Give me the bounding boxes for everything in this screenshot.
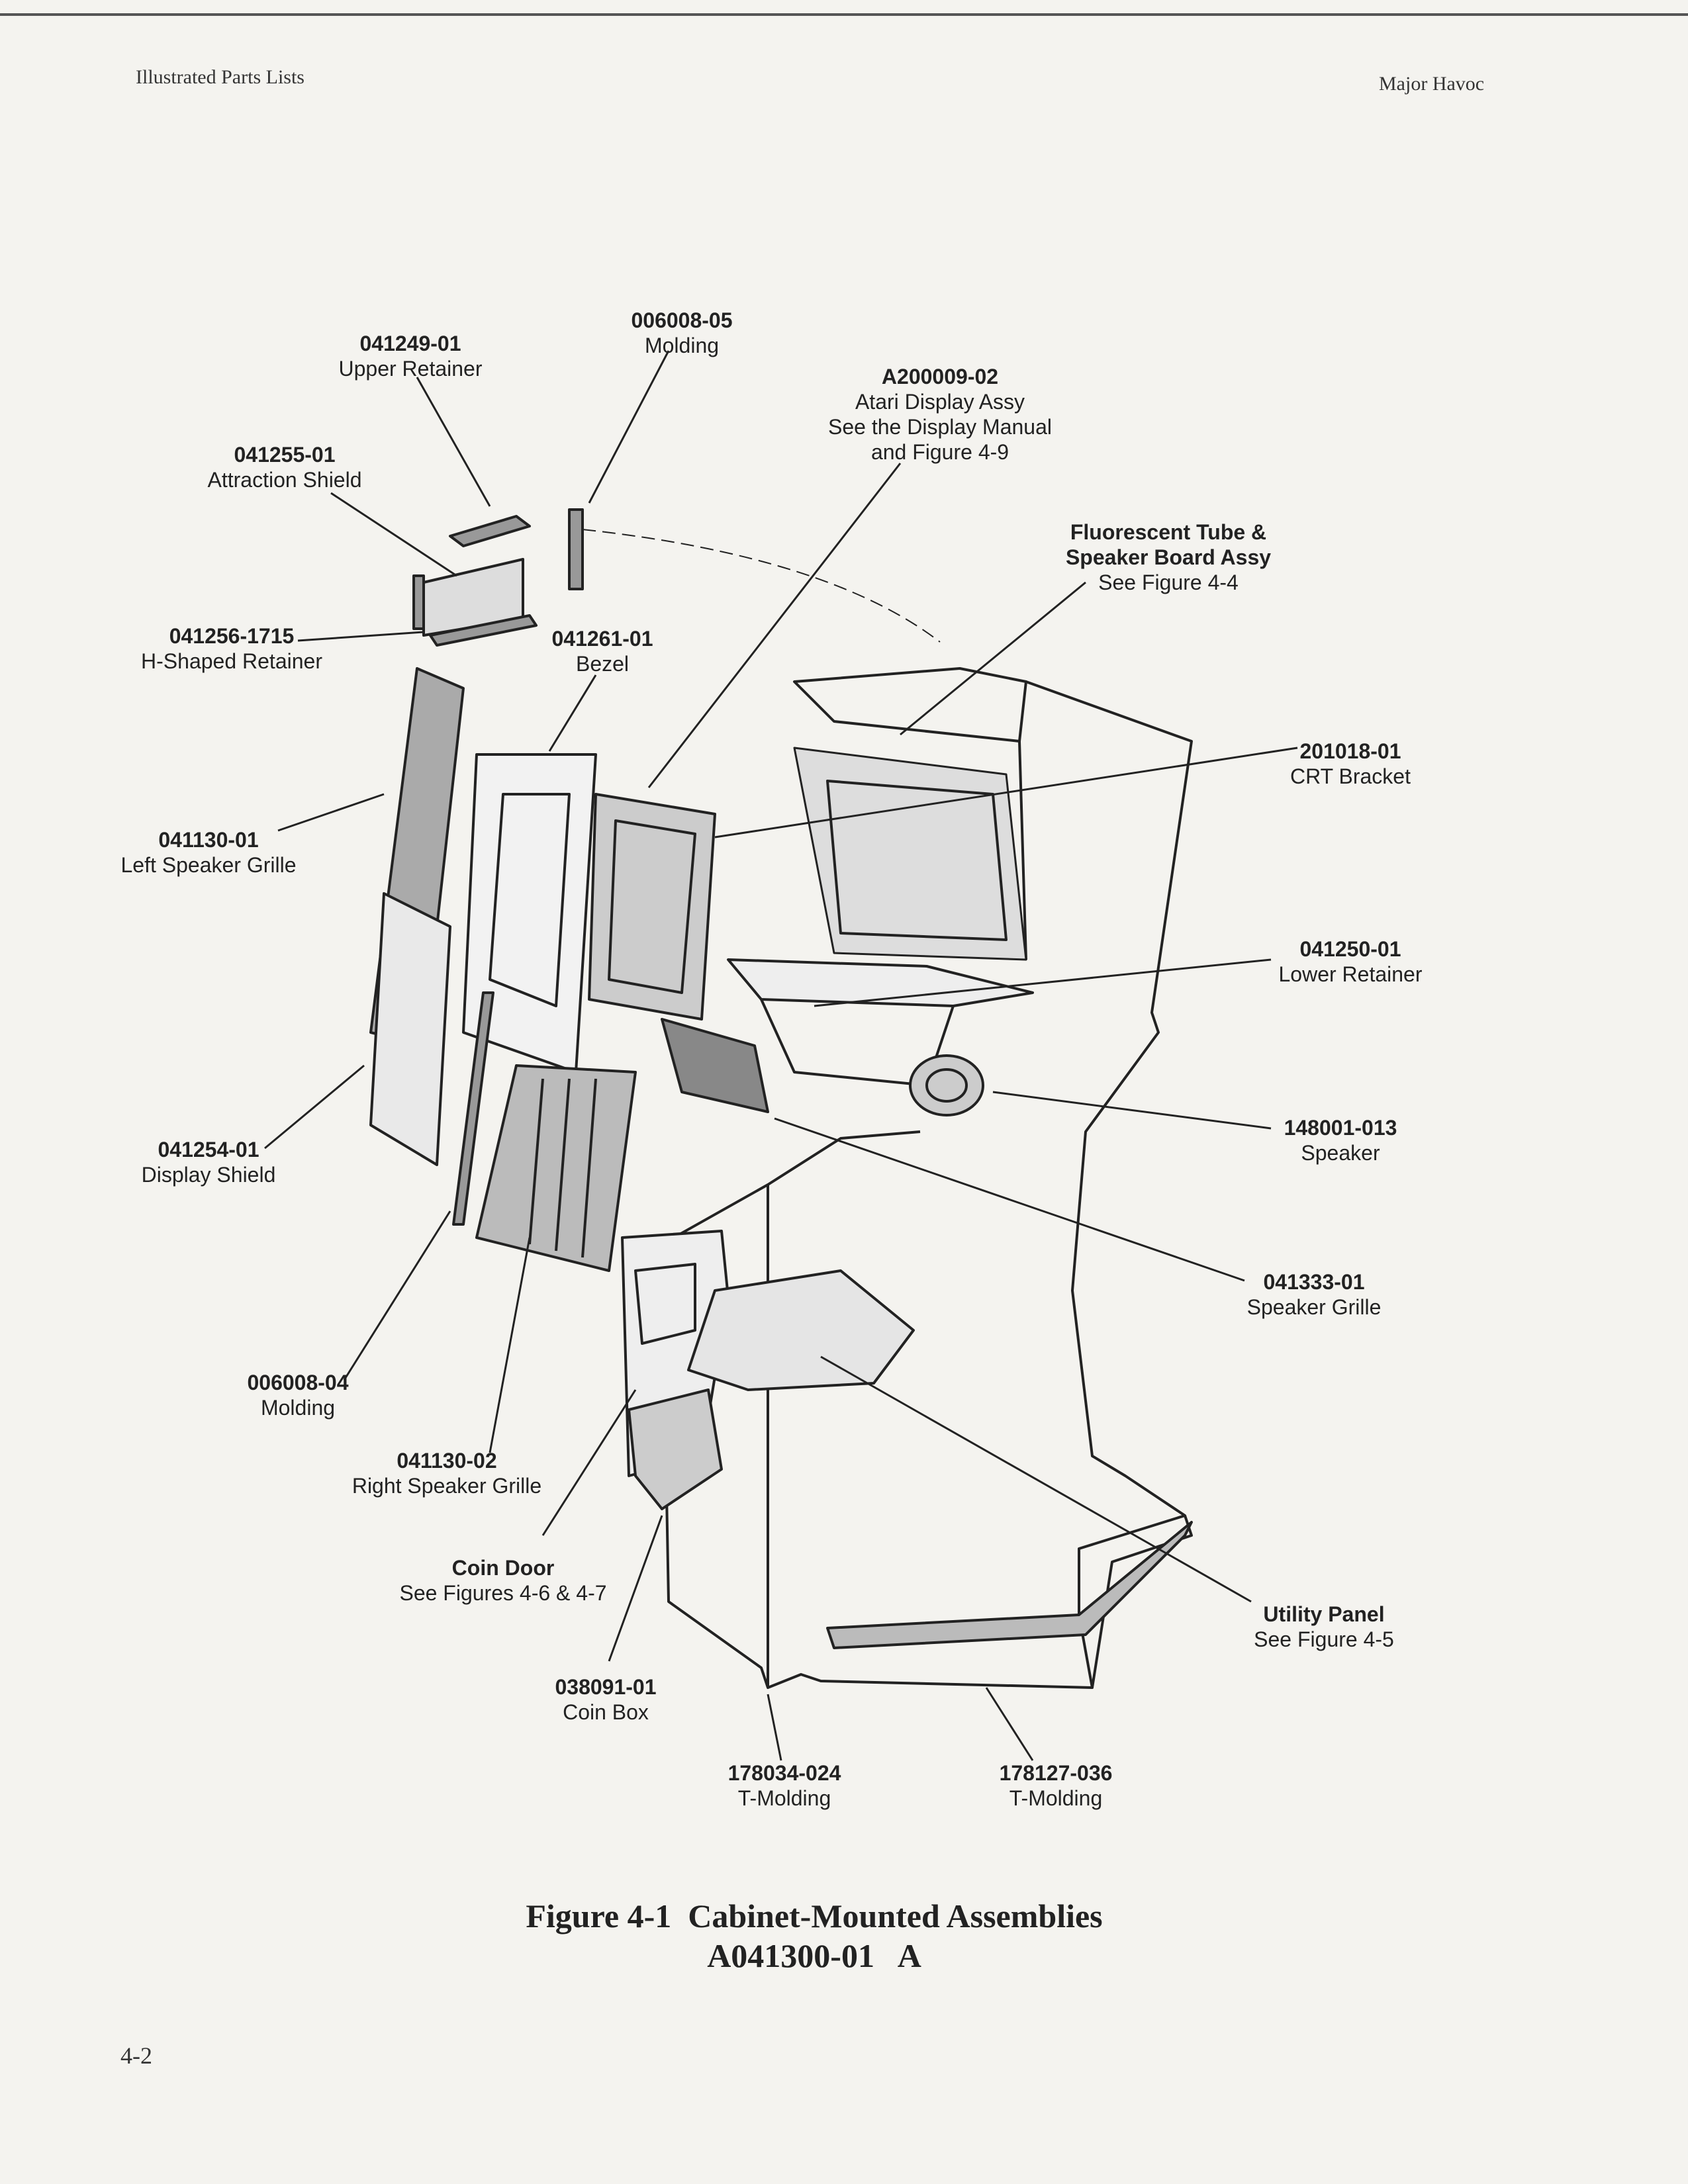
part-desc: Coin Box	[563, 1700, 649, 1724]
callout-attraction-shield: 041255-01 Attraction Shield	[179, 442, 391, 492]
part-number: 041254-01	[158, 1138, 259, 1161]
part-desc: Speaker	[1301, 1141, 1380, 1165]
speaker-cone	[909, 1054, 984, 1116]
part-desc: Upper Retainer	[338, 357, 483, 381]
part-desc: Speaker Grille	[1246, 1295, 1382, 1319]
callout-display-shield: 041254-01 Display Shield	[116, 1137, 301, 1187]
part-desc: Bezel	[575, 652, 630, 676]
callout-t-molding-1: 178034-024 T-Molding	[702, 1760, 867, 1811]
part-desc: CRT Bracket	[1290, 764, 1411, 788]
part-desc: See Figures 4-6 & 4-7	[399, 1581, 607, 1605]
part-desc: See Figure 4-4	[1098, 570, 1239, 594]
part-number: 041249-01	[359, 332, 461, 355]
part-number: 201018-01	[1299, 739, 1401, 763]
header-left: Illustrated Parts Lists	[136, 66, 305, 88]
lower-shelf	[727, 958, 1034, 1007]
part-number: 041256-1715	[169, 624, 295, 648]
part-desc: Lower Retainer	[1278, 962, 1423, 986]
part-desc: Right Speaker Grille	[352, 1474, 542, 1498]
part-desc: Left Speaker Grille	[120, 853, 297, 877]
part-desc: H-Shaped Retainer	[141, 649, 322, 673]
part-desc-2: See the Display Manual	[828, 415, 1052, 439]
control-deck	[687, 1269, 915, 1391]
part-desc: T-Molding	[737, 1786, 831, 1810]
page-number: 4-2	[120, 2042, 152, 2069]
part-number: 006008-04	[247, 1371, 349, 1394]
callout-utility-panel: Utility Panel See Figure 4-5	[1238, 1602, 1410, 1652]
molding-top-part	[568, 508, 584, 590]
part-number: 041130-02	[397, 1449, 497, 1473]
part-desc-3: and Figure 4-9	[870, 440, 1009, 464]
callout-lower-retainer: 041250-01 Lower Retainer	[1251, 936, 1450, 987]
part-desc: Molding	[260, 1396, 336, 1420]
molding-side-part	[452, 991, 494, 1226]
coin-box-shape	[628, 1388, 723, 1510]
part-desc: T-Molding	[1009, 1786, 1103, 1810]
speaker-grille-part	[661, 1018, 769, 1113]
part-number: 178127-036	[999, 1761, 1113, 1785]
callout-crt-bracket: 201018-01 CRT Bracket	[1258, 739, 1443, 789]
callout-molding-top: 006008-05 Molding	[583, 308, 781, 358]
callout-left-grille: 041130-01 Left Speaker Grille	[109, 827, 308, 878]
part-number: 041333-01	[1263, 1270, 1365, 1294]
part-desc: Atari Display Assy	[855, 390, 1025, 414]
part-number: 178034-024	[727, 1761, 841, 1785]
part-desc: Molding	[644, 334, 720, 357]
part-number: 041261-01	[551, 627, 653, 651]
callout-title-1: Coin Door	[451, 1556, 555, 1580]
callout-title-1: Fluorescent Tube &	[1070, 520, 1267, 544]
callout-right-grille: 041130-02 Right Speaker Grille	[338, 1448, 556, 1498]
callout-coin-door: Coin Door See Figures 4-6 & 4-7	[391, 1555, 616, 1606]
part-number: 038091-01	[555, 1675, 657, 1699]
part-number: 041255-01	[234, 443, 336, 467]
callout-speaker-grille: 041333-01 Speaker Grille	[1225, 1269, 1403, 1320]
part-desc: Attraction Shield	[207, 468, 362, 492]
callout-molding-side: 006008-04 Molding	[212, 1370, 384, 1420]
cabinet-hood	[793, 667, 1027, 743]
callout-coin-box: 038091-01 Coin Box	[530, 1674, 682, 1725]
display-shield-part	[369, 892, 451, 1166]
caption-line-1: Figure 4-1 Cabinet-Mounted Assemblies	[526, 1897, 1103, 1934]
part-number: 006008-05	[631, 308, 733, 332]
part-number: A200009-02	[881, 365, 999, 388]
callout-speaker: 148001-013 Speaker	[1251, 1115, 1430, 1165]
cabinet-base	[826, 1521, 1193, 1649]
upper-retainer-part	[449, 515, 531, 547]
part-desc: See Figure 4-5	[1254, 1627, 1394, 1651]
h-retainer-part	[429, 614, 538, 647]
callout-title-1: Utility Panel	[1263, 1602, 1385, 1626]
monitor-cavity	[793, 747, 1027, 961]
caption-line-2: A041300-01 A	[707, 1937, 921, 1974]
part-number: 041130-01	[158, 828, 259, 852]
part-number: 148001-013	[1284, 1116, 1397, 1140]
top-rule	[0, 13, 1688, 16]
callout-title-2: Speaker Board Assy	[1065, 545, 1272, 569]
callout-t-molding-2: 178127-036 T-Molding	[973, 1760, 1139, 1811]
part-desc: Display Shield	[141, 1163, 276, 1187]
callout-h-retainer: 041256-1715 H-Shaped Retainer	[126, 623, 338, 674]
callout-display-assy: A200009-02 Atari Display Assy See the Di…	[801, 364, 1079, 465]
part-number: 041250-01	[1299, 937, 1401, 961]
callout-bezel: 041261-01 Bezel	[523, 626, 682, 676]
header-right: Major Havoc	[1379, 73, 1485, 95]
right-grille-part	[475, 1064, 637, 1272]
callout-fluorescent: Fluorescent Tube & Speaker Board Assy Se…	[1046, 520, 1291, 595]
figure-caption: Figure 4-1 Cabinet-Mounted Assemblies A0…	[0, 1896, 1628, 1976]
callout-upper-retainer: 041249-01 Upper Retainer	[311, 331, 510, 381]
